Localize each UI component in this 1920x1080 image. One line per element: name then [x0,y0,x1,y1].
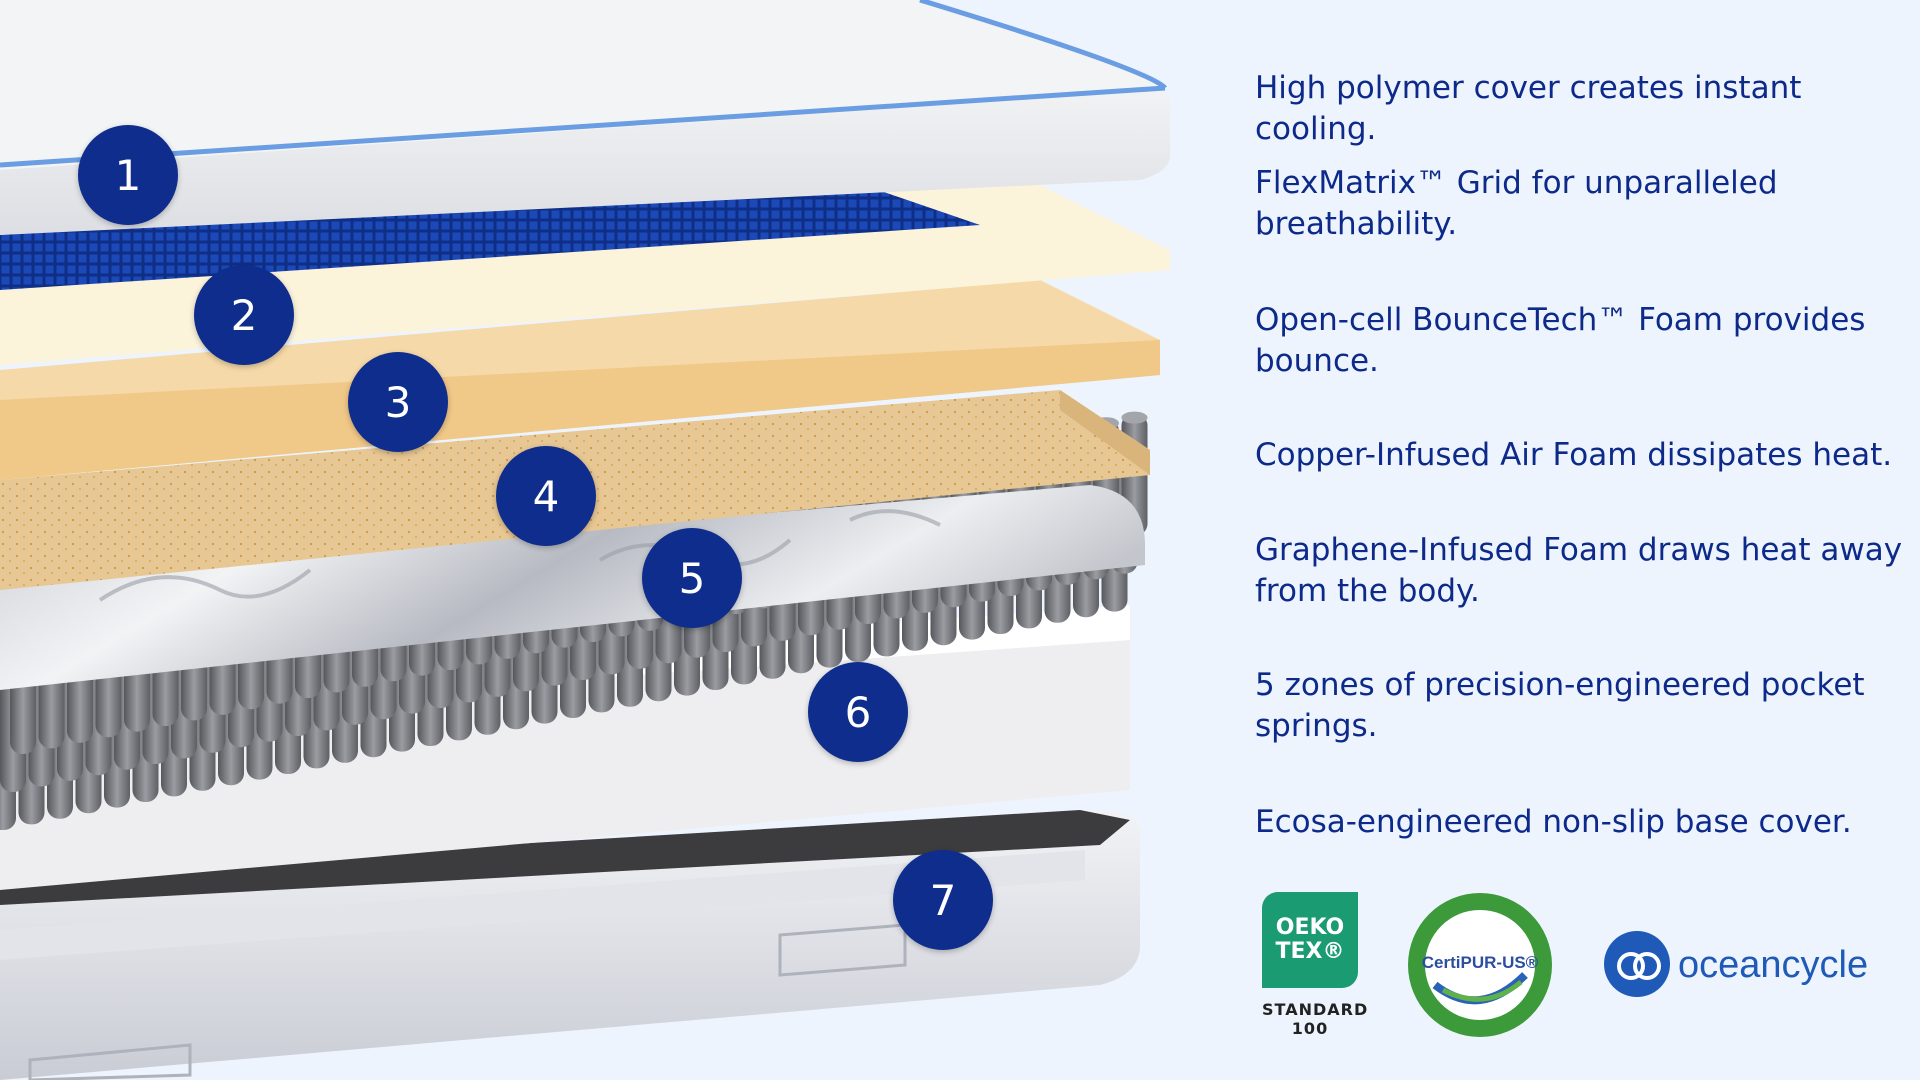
oeko-tex-standard-line1: STANDARD [1262,1000,1369,1019]
layer-graphene-foam [0,485,1145,690]
certipur-us-logo: CertiPUR-US® [1408,893,1552,1037]
feature-2-text: FlexMatrix™ Grid for unparalleled breath… [1255,165,1778,242]
oeko-tex-badge-line2: TEX® [1275,939,1345,964]
layer-bounce-foam [0,280,1160,480]
layer-marker-1: 1 [78,125,178,225]
layer-polymer-cover [0,0,1170,235]
layer-marker-6: 6 [808,662,908,762]
layer-marker-7: 7 [893,850,993,950]
layer-marker-4: 4 [496,446,596,546]
layer-marker-2: 2 [194,265,294,365]
oeko-tex-standard-line2: 100 [1291,1019,1329,1038]
oceancycle-logo: oceancycle [1604,931,1868,997]
layer-marker-3: 3 [348,352,448,452]
oeko-tex-badge: OEKO TEX® [1262,892,1358,988]
oceancycle-label: oceancycle [1678,944,1868,986]
feature-7-text: Ecosa-engineered non-slip base cover. [1255,804,1852,840]
oeko-tex-logo: OEKO TEX® STANDARD 100 [1262,892,1369,1038]
feature-5-text: Graphene-Infused Foam draws heat away fr… [1255,532,1903,609]
feature-1-text: High polymer cover creates instant cooli… [1255,70,1802,147]
pocket-spring-top [1121,411,1148,424]
layer-base-cover [0,809,1140,1080]
certipur-us-label: CertiPUR-US® [1422,953,1539,972]
oeko-tex-standard: STANDARD 100 [1262,1000,1369,1038]
oeko-tex-badge-line1: OEKO [1275,915,1345,940]
feature-6-text: 5 zones of precision-engineered pocket s… [1255,667,1865,744]
layer-marker-5: 5 [642,528,742,628]
feature-3-text: Open-cell BounceTech™ Foam provides boun… [1255,302,1866,379]
feature-4-text: Copper-Infused Air Foam dissipates heat. [1255,437,1893,473]
